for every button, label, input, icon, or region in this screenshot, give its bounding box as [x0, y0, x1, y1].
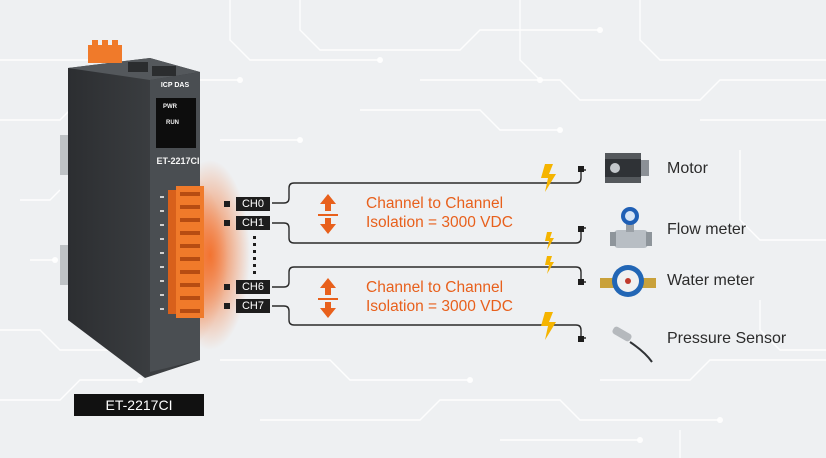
motor-icon: [605, 153, 649, 183]
led-label-pwr: PWR: [163, 104, 177, 110]
led-label-run: RUN: [166, 120, 179, 126]
device-model-label: ET-2217CI: [156, 156, 200, 166]
brand-logo: ICP DAS: [160, 82, 190, 89]
surge-bolts: [541, 164, 556, 340]
isolation-arrow-icon: [318, 278, 338, 318]
channel-wiring: [272, 169, 586, 339]
isolation-line2: Isolation = 3000 VDC: [366, 298, 513, 315]
bolt-icon: [545, 232, 554, 250]
terminal-pins: [224, 201, 230, 309]
channel-label-ch6: CH6: [236, 280, 270, 294]
isolation-arrow-icon: [318, 194, 338, 234]
isolation-note-bottom: Channel to Channel Isolation = 3000 VDC: [366, 278, 513, 316]
isolation-line1: Channel to Channel: [366, 279, 504, 296]
flow-meter-icon: [610, 207, 652, 248]
channel-ellipsis: [253, 236, 256, 274]
sensor-label-motor: Motor: [667, 160, 708, 177]
bolt-icon: [541, 312, 556, 340]
sensor-label-water-meter: Water meter: [667, 272, 755, 289]
bolt-icon: [545, 256, 554, 274]
sensor-label-flow-meter: Flow meter: [667, 221, 747, 238]
isolation-line1: Channel to Channel: [366, 195, 504, 212]
sensor-label-pressure-sensor: Pressure Sensor: [667, 330, 787, 347]
bolt-icon: [541, 164, 556, 192]
water-meter-icon: [600, 265, 656, 297]
isolation-note-top: Channel to Channel Isolation = 3000 VDC: [366, 194, 513, 232]
pressure-sensor-icon: [612, 326, 653, 363]
channel-label-ch7: CH7: [236, 299, 270, 313]
channel-label-ch1: CH1: [236, 216, 270, 230]
model-caption: ET-2217CI: [74, 394, 204, 416]
isolation-line2: Isolation = 3000 VDC: [366, 214, 513, 231]
channel-label-ch0: CH0: [236, 197, 270, 211]
device-body: [68, 40, 204, 378]
